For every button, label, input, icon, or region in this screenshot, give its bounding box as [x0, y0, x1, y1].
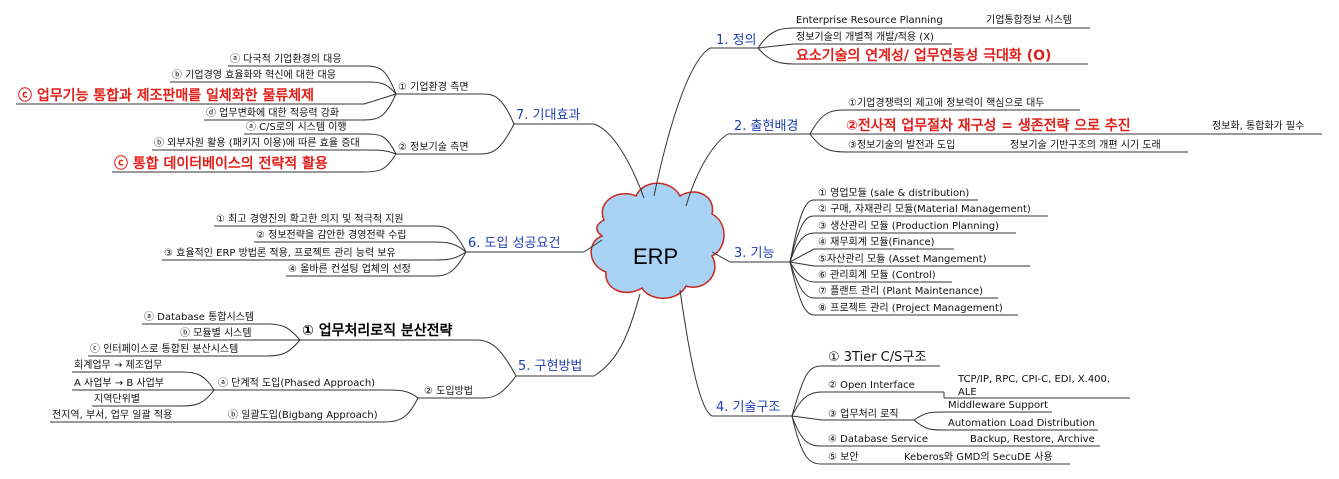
function-item-5: ⑤자산관리 모듈 (Asset Mangement) — [818, 254, 987, 265]
effects-group-2-item-c: ⓒ 통합 데이터베이스의 전략적 활용 — [114, 156, 328, 172]
architecture-item-3-detail-2: Automation Load Distribution — [948, 418, 1095, 429]
function-item-7: ⑦ 플랜트 관리 (Plant Maintenance) — [818, 286, 984, 297]
architecture-item-3: ③ 업무처리 로직 — [828, 409, 899, 420]
implementation-group-1-item-b: ⓑ 모듈별 시스템 — [180, 328, 252, 339]
background-item-3-detail: 정보기술 기반구조의 개편 시기 도래 — [1010, 140, 1161, 151]
implementation-group-2-item-b: ⓑ 일괄도입(Bigbang Approach) — [228, 410, 378, 421]
implementation-group-1-item-c: ⓒ 인터페이스로 통합된 분산시스템 — [90, 344, 239, 355]
success-item-1: ① 최고 경영진의 확고한 의지 및 적극적 지원 — [216, 214, 404, 225]
background-item-1: ①기업경쟁력의 제고에 정보력이 핵심으로 대두 — [848, 98, 1045, 109]
function-item-3: ③ 생산관리 모듈 (Production Planning) — [818, 221, 999, 232]
success-item-3: ③ 효율적인 ERP 방법론 적용, 프로젝트 관리 능력 보유 — [164, 248, 396, 259]
background-item-2: ②전사적 업무절차 재구성 = 생존전략 으로 추진 — [846, 118, 1131, 134]
phased-step-1: 회계업무 → 제조업무 — [74, 360, 163, 371]
effects-group-1-item-b: ⓑ 기업경영 효율화와 혁신에 대한 대응 — [172, 70, 336, 81]
success-item-2: ② 정보전략을 감안한 경영전략 수립 — [256, 230, 407, 241]
effects-group-1-item-c: ⓒ 업무기능 통합과 제조판매를 일체화한 물류체제 — [18, 88, 314, 104]
architecture-item-4-detail: Backup, Restore, Archive — [970, 434, 1095, 445]
function-item-6: ⑥ 관리회계 모듈 (Control) — [818, 270, 936, 281]
architecture-item-2: ② Open Interface — [828, 380, 915, 391]
architecture-item-2-detail-2: ALE — [958, 387, 977, 398]
function-item-2: ② 구매, 자재관리 모듈(Material Management) — [818, 204, 1031, 215]
definition-item-3: 요소기술의 연계성/ 업무연동성 극대화 (O) — [796, 48, 1052, 64]
background-item-3: ③정보기술의 발전과 도입 — [848, 140, 956, 151]
architecture-item-5: ⑤ 보안 — [828, 452, 859, 463]
function-item-1: ① 영업모듈 (sale & distribution) — [818, 188, 970, 199]
implementation-group-1: ① 업무처리로직 분산전략 — [302, 323, 453, 339]
erp-center-label: ERP — [633, 244, 679, 269]
branch-definition-title: 1. 정의 — [716, 33, 757, 48]
architecture-item-4: ④ Database Service — [828, 434, 928, 445]
branch-background-title: 2. 출현배경 — [734, 119, 799, 134]
erp-cloud-shape — [590, 182, 725, 299]
branch-architecture-title: 4. 기술구조 — [716, 400, 781, 415]
effects-group-2: ② 정보기술 측면 — [398, 142, 469, 153]
success-item-4: ④ 올바른 컨설팅 업체의 선정 — [288, 264, 411, 275]
phased-step-2: A 사업부 → B 사업부 — [74, 378, 164, 389]
bigbang-detail: 전지역, 부서, 업무 일괄 적용 — [52, 410, 173, 421]
effects-group-1-item-a: ⓐ 다국적 기업환경의 대응 — [230, 54, 342, 65]
architecture-item-3-detail-1: Middleware Support — [948, 400, 1049, 411]
branch-success-title: 6. 도입 성공요건 — [468, 236, 561, 251]
architecture-item-2-detail-1: TCP/IP, RPC, CPI-C, EDI, X.400, — [958, 374, 1111, 385]
effects-group-2-item-b: ⓑ 외부자원 활용 (패키지 이용)에 따른 효율 증대 — [154, 138, 360, 149]
effects-group-2-item-a: ⓐ C/S로의 시스템 이행 — [246, 122, 347, 133]
function-item-8: ⑧ 프로젝트 관리 (Project Management) — [818, 303, 1003, 314]
architecture-item-5-detail: Keberos와 GMD의 SecuDE 사용 — [904, 452, 1053, 463]
definition-item-1-detail: 기업통합정보 시스템 — [986, 15, 1072, 26]
branch-implementation-title: 5. 구현방법 — [518, 359, 583, 374]
effects-group-1-item-d: ⓓ 업무변화에 대한 적응력 강화 — [206, 108, 340, 119]
definition-item-2: 정보기술의 개별적 개발/적용 (X) — [796, 32, 934, 43]
phased-step-3: 지역단위별 — [94, 394, 140, 405]
architecture-item-1: ① 3Tier C/S구조 — [828, 350, 927, 365]
branch-effects-title: 7. 기대효과 — [516, 108, 581, 123]
implementation-group-2-item-a: ⓐ 단계적 도입(Phased Approach) — [218, 378, 376, 389]
implementation-group-2: ② 도입방법 — [424, 386, 473, 397]
function-item-4: ④ 재무회계 모듈(Finance) — [818, 237, 935, 248]
implementation-group-1-item-a: ⓐ Database 통합시스템 — [144, 312, 255, 323]
effects-group-1: ① 기업환경 측면 — [398, 82, 469, 93]
background-item-2-detail: 정보화, 통합화가 필수 — [1212, 121, 1305, 132]
branch-function-title: 3. 기능 — [734, 246, 775, 261]
definition-item-1: Enterprise Resource Planning — [796, 15, 943, 26]
